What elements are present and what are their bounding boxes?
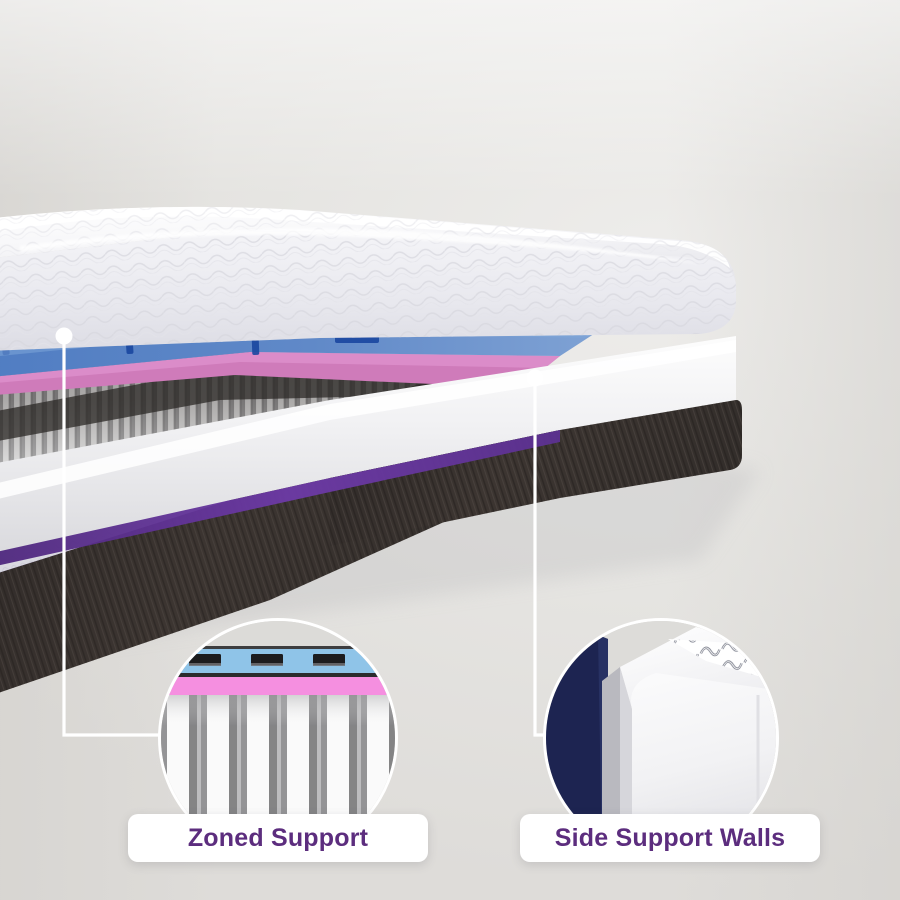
callout-dot-zoned (55, 327, 73, 345)
label-side-support-walls[interactable]: Side Support Walls (520, 814, 820, 862)
side-support-wall (0, 336, 736, 552)
inset-foam-left-face (602, 667, 620, 855)
inset-foam-front-face (631, 673, 776, 855)
label-zoned-support[interactable]: Zoned Support (128, 814, 428, 862)
comfort-foam-layer (0, 352, 560, 395)
inset-pink-layer (161, 677, 395, 695)
quilted-cover-side (0, 228, 736, 351)
label-zoned-support-text: Zoned Support (187, 823, 369, 852)
top-highlight (20, 228, 700, 264)
callout-dot-side (526, 369, 544, 387)
quilted-cover-top (0, 206, 736, 288)
callout-dots (55, 327, 544, 387)
label-side-support-walls-text: Side Support Walls (554, 823, 786, 852)
leader-line-zoned (62, 334, 178, 737)
purple-accent-sliver (0, 430, 560, 566)
